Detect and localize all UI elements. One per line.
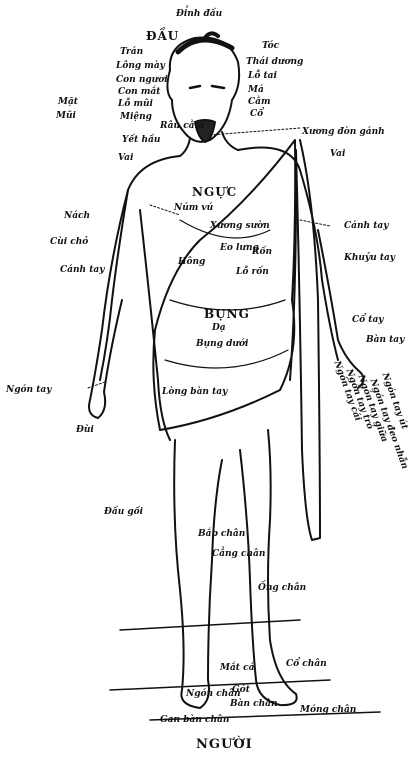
elbow-pit-label: Khuỷu tay [344,254,395,263]
ankle-bone-label: Mắt cá [220,664,254,673]
hand-label: Bàn tay [366,336,404,345]
sole-label: Gan bàn chân [160,716,229,725]
leg-front-label: Cẳng chân [212,550,265,559]
temple-label: Thái dương [246,58,303,67]
shoulder-right-label: Vai [330,150,345,159]
neck-collar-label: Yết hầu [122,136,160,145]
shin-label: Ống chân [258,584,306,593]
calf-label: Bắp chân [198,530,245,539]
face-label: Trán [120,48,143,57]
navel-label: Rốn [252,248,272,257]
collarbone-label: Xương đòn gánh [302,128,385,137]
toes-label: Ngón chân [186,690,241,699]
hip-label: Hông [178,258,205,267]
face-label: Con ngươi [116,76,168,85]
elbow-back-label: Cùi chỏ [50,238,88,247]
finger-left-label: Ngón tay [6,386,51,395]
nipple-label: Núm vú [174,204,213,213]
belly-label: BỤNG [204,308,250,320]
face-label: Râu cằm [160,122,204,131]
face-label: Con mắt [118,88,160,97]
armpit-label: Nách [64,212,90,221]
stomach-label: Dạ [212,324,226,333]
knee-label: Đầu gối [104,508,143,517]
under-belly-label: Bụng dưới [196,340,248,349]
chest-label: NGỰC [192,186,237,198]
wrist-label: Cổ tay [352,316,384,325]
ribs-label: Xương sườn [210,222,270,231]
toenail-label: Móng chân [300,706,356,715]
face-label: Lông mày [116,62,165,71]
face-label: Lỗ mũi [118,100,153,109]
palm-label: Lòng bàn tay [162,388,227,397]
belly-button-label: Lỗ rốn [236,268,269,277]
ear-label: Lỗ tai [248,72,277,81]
thigh-label: Đùi [76,426,94,435]
nose-group-label: Mũi [56,112,76,121]
shoulder-left-label: Vai [118,154,133,163]
head-top-label: Đỉnh đầu [176,10,222,19]
foot-label: Bàn chân [230,700,278,709]
head-label: ĐẦU [146,30,179,42]
cheek-label: Má [248,86,264,95]
face-group-label: Mặt [58,98,78,107]
figure-title: NGƯỜI [196,738,253,751]
chin-label: Cằm [248,98,271,107]
upper-arm-right-label: Cánh tay [344,222,388,231]
ankle-label: Cổ chân [286,660,327,669]
face-label: Miệng [120,113,152,122]
hair-label: Tóc [262,42,279,51]
arm-left-label: Cánh tay [60,266,104,275]
neck-label: Cổ [250,110,263,119]
